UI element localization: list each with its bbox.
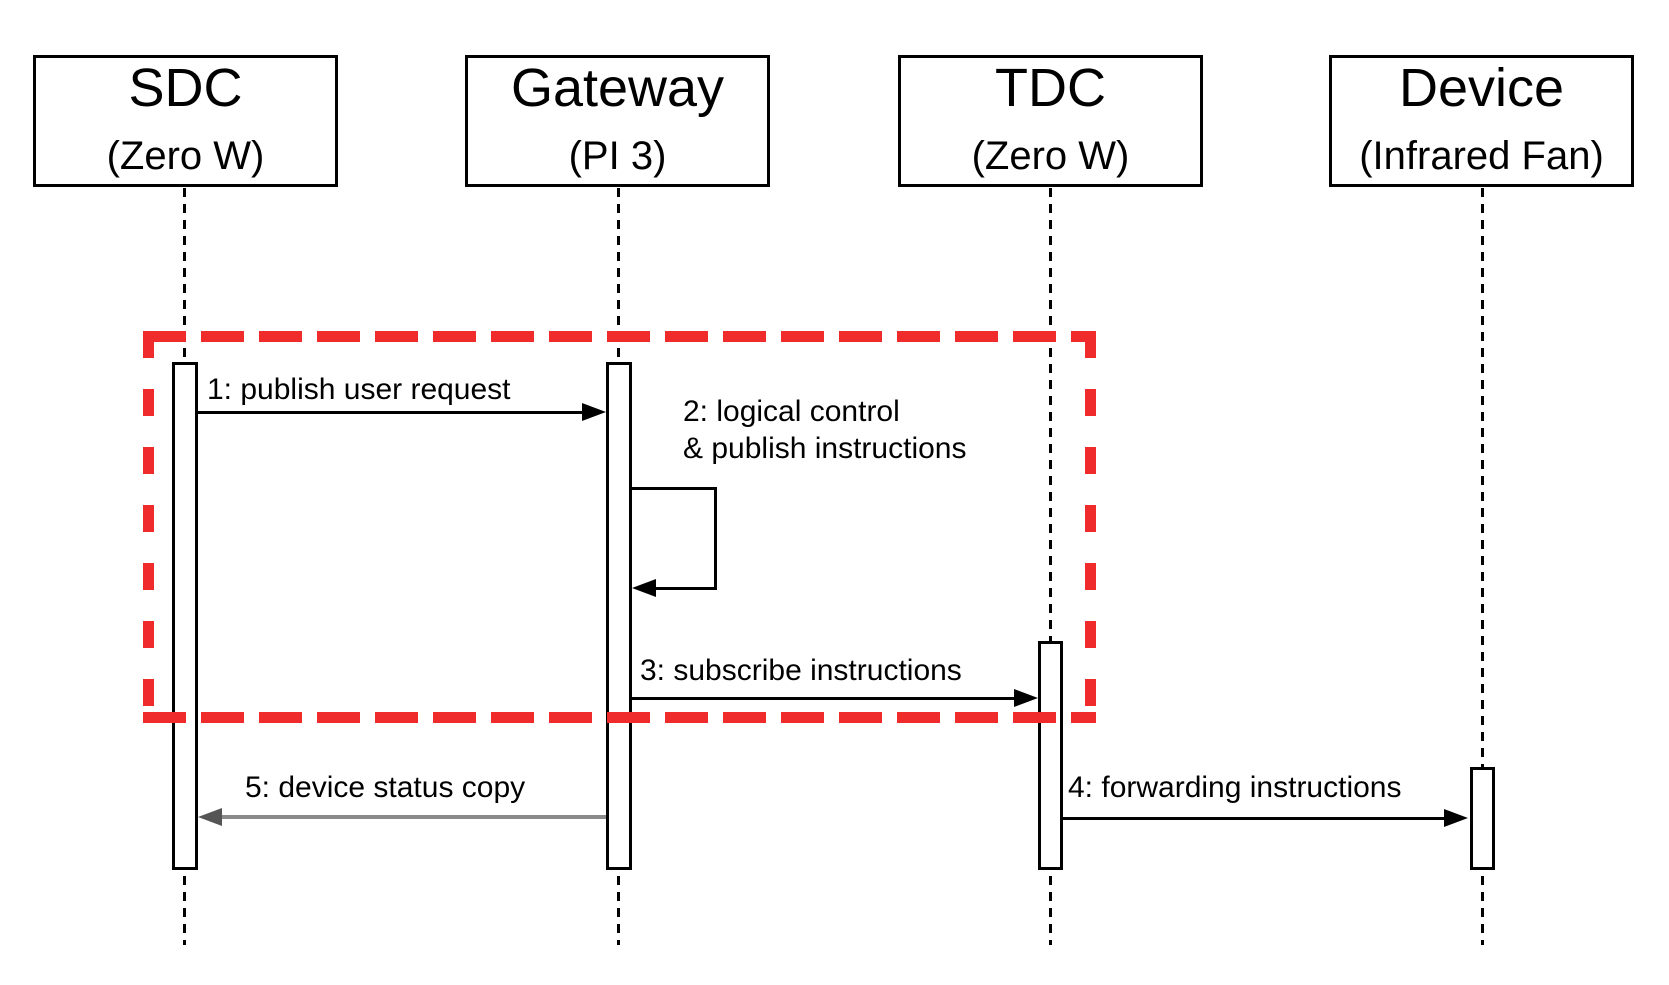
actor-title: Gateway <box>510 58 725 118</box>
message-3-line <box>632 697 1016 700</box>
actor-box-tdc: TDC (Zero W) <box>898 55 1203 187</box>
message-2-arrowhead-icon <box>632 579 656 597</box>
actor-box-sdc: SDC (Zero W) <box>33 55 338 187</box>
activation-bar-tdc <box>1038 641 1063 870</box>
message-5-arrowhead-icon <box>198 808 222 826</box>
actor-box-device: Device (Infrared Fan) <box>1329 55 1634 187</box>
message-5-label: 5: device status copy <box>245 771 526 804</box>
message-3-arrowhead-icon <box>1014 689 1038 707</box>
message-1-label: 1: publish user request <box>207 373 511 406</box>
message-2-loop-top-line <box>632 487 717 490</box>
lifeline-tdc <box>1049 188 1052 945</box>
actor-subtitle: (Infrared Fan) <box>1359 134 1604 178</box>
message-2-label: 2: logical control & publish instruction… <box>683 395 967 465</box>
actor-subtitle: (Zero W) <box>106 134 265 178</box>
message-2-loop-bottom-line <box>655 587 717 590</box>
message-2-loop-right-line <box>714 487 717 590</box>
activation-bar-gateway <box>606 362 632 870</box>
actor-title: TDC <box>995 58 1106 118</box>
activation-bar-sdc <box>172 362 198 870</box>
message-4-arrowhead-icon <box>1444 809 1468 827</box>
activation-bar-device <box>1470 767 1495 870</box>
actor-subtitle: (Zero W) <box>971 134 1130 178</box>
actor-subtitle: (PI 3) <box>568 134 667 178</box>
message-1-arrowhead-icon <box>582 403 606 421</box>
actor-title: Device <box>1398 58 1565 118</box>
actor-title: SDC <box>128 58 243 118</box>
lifeline-device <box>1481 188 1484 945</box>
highlight-edge-left <box>143 331 154 723</box>
message-4-line <box>1062 817 1448 820</box>
message-5-line <box>222 815 606 819</box>
message-3-label: 3: subscribe instructions <box>640 654 962 687</box>
actor-box-gateway: Gateway (PI 3) <box>465 55 770 187</box>
message-1-line <box>198 411 584 414</box>
highlight-edge-right <box>1085 331 1096 723</box>
message-4-label: 4: forwarding instructions <box>1068 771 1402 804</box>
